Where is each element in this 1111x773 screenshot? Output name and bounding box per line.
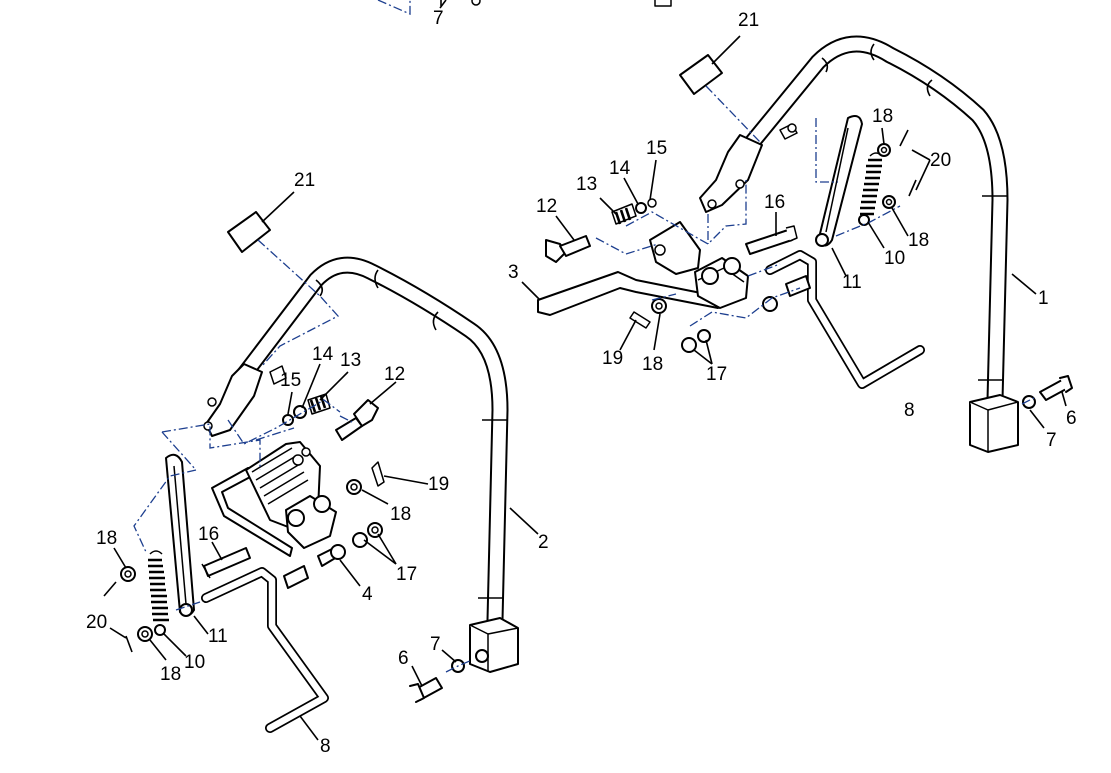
mount-bracket-left — [203, 363, 287, 437]
callout-17-left: 17 — [396, 564, 417, 585]
foot-bolt-left — [409, 659, 465, 703]
link-arm-right — [815, 115, 863, 247]
washers-left — [103, 566, 153, 653]
small-hardware-right — [629, 296, 778, 353]
callout-21-left: 21 — [294, 170, 315, 191]
wing-bolt-left — [335, 399, 379, 441]
rops-tube-left — [231, 256, 519, 673]
bolt-4-left — [317, 544, 346, 567]
right-assembly — [537, 35, 1073, 453]
callout-11-left: 11 — [208, 626, 228, 647]
callout-13-right: 13 — [576, 174, 597, 195]
top-edge-fragments — [377, 0, 672, 15]
callout-19-right: 19 — [602, 348, 623, 369]
callout-12-left: 12 — [384, 364, 405, 385]
callout-11-right: 11 — [842, 272, 862, 293]
link-arm-left — [165, 453, 195, 617]
callout-8-right: 8 — [904, 400, 915, 421]
small-hardware-left — [346, 461, 385, 495]
callout-19-left: 19 — [428, 474, 449, 495]
callout-6-left: 6 — [398, 648, 409, 669]
callout-18-right-right: 18 — [908, 230, 929, 251]
callout-18-left-mid: 18 — [390, 504, 411, 525]
mount-bracket-right — [699, 123, 798, 213]
leader-lines — [109, 0, 1067, 741]
label-tag-right — [679, 54, 723, 95]
spring-pin-right — [611, 198, 657, 225]
rops-tube-right — [741, 35, 1019, 453]
callout-labels: 7 21 18 20 15 14 13 12 16 3 18 10 11 1 1… — [86, 8, 1077, 757]
extension-spring-left — [148, 550, 169, 636]
callout-18-left-top: 18 — [96, 528, 117, 549]
callout-18-left-bottom: 18 — [160, 664, 181, 685]
callout-2: 2 — [538, 532, 549, 553]
left-assembly — [103, 211, 519, 733]
callout-20-right: 20 — [930, 150, 951, 171]
callout-1: 1 — [1038, 288, 1049, 309]
callout-4: 4 — [362, 584, 373, 605]
callout-14-left: 14 — [312, 344, 334, 365]
callout-15-right: 15 — [646, 138, 667, 159]
callout-15-left: 15 — [280, 370, 301, 391]
control-rod-left — [201, 565, 329, 733]
callout-7-right: 7 — [1046, 430, 1057, 451]
centerlines-right — [595, 85, 1035, 405]
wing-bolt-right — [545, 235, 591, 263]
callout-3: 3 — [508, 262, 519, 283]
callout-18-right-bottom: 18 — [642, 354, 663, 375]
callout-12-right: 12 — [536, 196, 557, 217]
extension-spring-right — [858, 152, 883, 226]
clevis-pin-left — [201, 547, 251, 579]
callout-17-right: 17 — [706, 364, 727, 385]
hand-lever-right — [537, 271, 719, 316]
callout-6-right: 6 — [1066, 408, 1077, 429]
callout-16-left: 16 — [198, 524, 219, 545]
callout-18-right-top: 18 — [872, 106, 893, 127]
callout-16-right: 16 — [764, 192, 785, 213]
callout-7-top: 7 — [433, 8, 444, 29]
callout-20-left: 20 — [86, 612, 107, 633]
callout-7-left: 7 — [430, 634, 441, 655]
clevis-pin-right — [745, 225, 798, 255]
centerlines-left — [133, 239, 473, 673]
pivot-bracket-left — [211, 441, 337, 557]
pivot-bracket-right — [649, 221, 749, 309]
callout-21-right: 21 — [738, 10, 759, 31]
callout-14-right: 14 — [609, 158, 631, 179]
label-tag-left — [227, 211, 271, 253]
callout-8-left: 8 — [320, 736, 331, 757]
callout-10-left: 10 — [184, 652, 205, 673]
callout-10-right: 10 — [884, 248, 905, 269]
foot-bolt-right — [1022, 375, 1073, 409]
nuts-left — [352, 522, 383, 548]
callout-13-left: 13 — [340, 350, 361, 371]
